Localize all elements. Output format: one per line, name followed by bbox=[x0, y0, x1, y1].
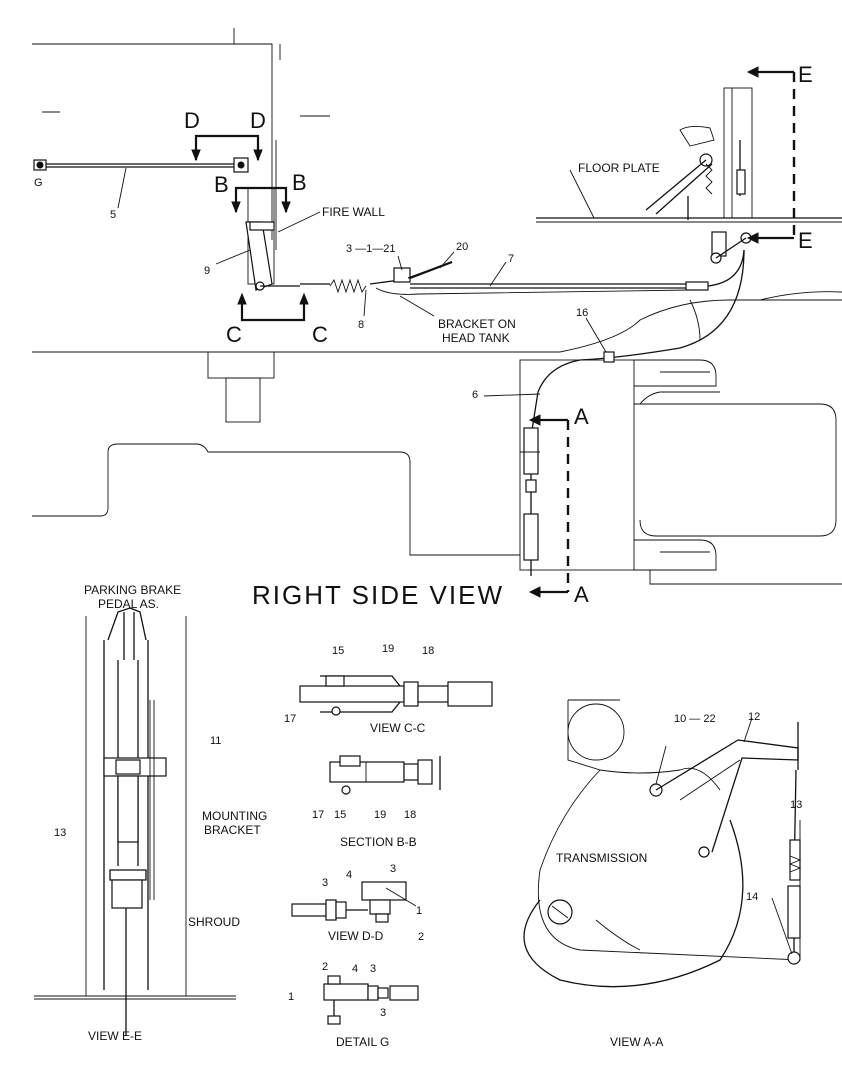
section-letter-e-top: E bbox=[798, 62, 813, 87]
callout-11: 11 bbox=[210, 735, 221, 747]
callout-16: 16 bbox=[576, 307, 588, 319]
callout-3-d-left: 3 bbox=[322, 877, 328, 889]
callout-18-c: 18 bbox=[422, 645, 434, 657]
section-letter-d-right: D bbox=[250, 108, 266, 133]
callout-8: 8 bbox=[358, 319, 364, 331]
callout-7: 7 bbox=[508, 253, 514, 265]
callout-6: 6 bbox=[472, 389, 478, 401]
callout-2-d: 2 bbox=[418, 931, 424, 943]
bracket-label-line1: BRACKET ON bbox=[438, 317, 516, 331]
callout-13-a: 13 bbox=[790, 799, 802, 811]
callout-20: 20 bbox=[456, 241, 468, 253]
fire-wall-label: FIRE WALL bbox=[322, 205, 385, 219]
cable-5 bbox=[33, 157, 249, 173]
section-letter-b-right: B bbox=[292, 170, 307, 195]
callout-5: 5 bbox=[110, 209, 116, 221]
section-b-b-title: SECTION B-B bbox=[340, 835, 417, 849]
callout-2-g: 2 bbox=[322, 961, 328, 973]
parking-brake-label-line2: PEDAL AS. bbox=[98, 597, 159, 611]
callout-3-g-top: 3 bbox=[370, 963, 376, 975]
bracket-label-line2: HEAD TANK bbox=[442, 331, 510, 345]
section-letter-a-bottom: A bbox=[574, 582, 589, 607]
section-letter-e-bottom: E bbox=[798, 228, 813, 253]
view-e-e-title: VIEW E-E bbox=[88, 1029, 142, 1043]
callout-1-d: 1 bbox=[416, 905, 422, 917]
callout-10-22: 10 — 22 bbox=[674, 713, 716, 725]
callout-9: 9 bbox=[204, 265, 210, 277]
transmission-label: TRANSMISSION bbox=[556, 851, 647, 865]
section-lines bbox=[191, 66, 796, 598]
shroud-label: SHROUD bbox=[188, 915, 240, 929]
callout-19-b: 19 bbox=[374, 809, 386, 821]
detail-g-title: DETAIL G bbox=[336, 1035, 389, 1049]
view-c-c-drawing bbox=[299, 675, 493, 716]
view-a-a-drawing bbox=[523, 699, 802, 988]
callout-15-b: 15 bbox=[334, 809, 346, 821]
cable-6 bbox=[531, 249, 745, 431]
section-letter-b-left: B bbox=[214, 172, 229, 197]
leader-lines bbox=[117, 167, 607, 397]
section-b-b-drawing bbox=[329, 755, 441, 795]
view-a-a-title: VIEW A-A bbox=[610, 1035, 663, 1049]
callout-17-c: 17 bbox=[284, 713, 296, 725]
callout-4-g: 4 bbox=[352, 963, 358, 975]
section-letter-d-left: D bbox=[184, 108, 200, 133]
callout-15-c: 15 bbox=[332, 645, 344, 657]
callout-14: 14 bbox=[746, 891, 758, 903]
callout-4-d: 4 bbox=[346, 869, 352, 881]
text-labels: RIGHT SIDE VIEW FLOOR PLATE FIRE WALL BR… bbox=[34, 62, 813, 1049]
callout-12: 12 bbox=[748, 711, 760, 723]
brake-cylinder bbox=[520, 427, 540, 576]
section-letter-c-left: C bbox=[226, 322, 242, 347]
pedal-linkage bbox=[645, 87, 753, 264]
view-e-e-drawing bbox=[34, 607, 236, 1036]
mounting-bracket-label-line2: BRACKET bbox=[204, 823, 261, 837]
detail-g-drawing bbox=[323, 975, 419, 1025]
view-d-d-drawing bbox=[291, 881, 417, 923]
mounting-bracket-label-line1: MOUNTING bbox=[202, 809, 267, 823]
parking-brake-label-line1: PARKING BRAKE bbox=[84, 583, 181, 597]
callout-1-g: 1 bbox=[288, 991, 294, 1003]
callout-3-d-top: 3 bbox=[390, 863, 396, 875]
callout-13-e: 13 bbox=[54, 827, 66, 839]
callout-3-g-bottom: 3 bbox=[380, 1007, 386, 1019]
floor-plate-label: FLOOR PLATE bbox=[578, 161, 660, 175]
diagram-title: RIGHT SIDE VIEW bbox=[252, 580, 504, 610]
section-letter-a-top: A bbox=[574, 404, 589, 429]
detail-letter-g: G bbox=[34, 177, 43, 189]
view-d-d-title: VIEW D-D bbox=[328, 929, 384, 943]
view-c-c-title: VIEW C-C bbox=[370, 721, 426, 735]
rod-assembly bbox=[260, 260, 709, 295]
lever-9 bbox=[245, 140, 277, 291]
frame-outline bbox=[32, 28, 842, 585]
callout-3-1-21: 3 —1—21 bbox=[346, 243, 396, 255]
callout-17-b: 17 bbox=[312, 809, 324, 821]
section-letter-c-right: C bbox=[312, 322, 328, 347]
callout-19-c: 19 bbox=[382, 643, 394, 655]
callout-18-b: 18 bbox=[404, 809, 416, 821]
